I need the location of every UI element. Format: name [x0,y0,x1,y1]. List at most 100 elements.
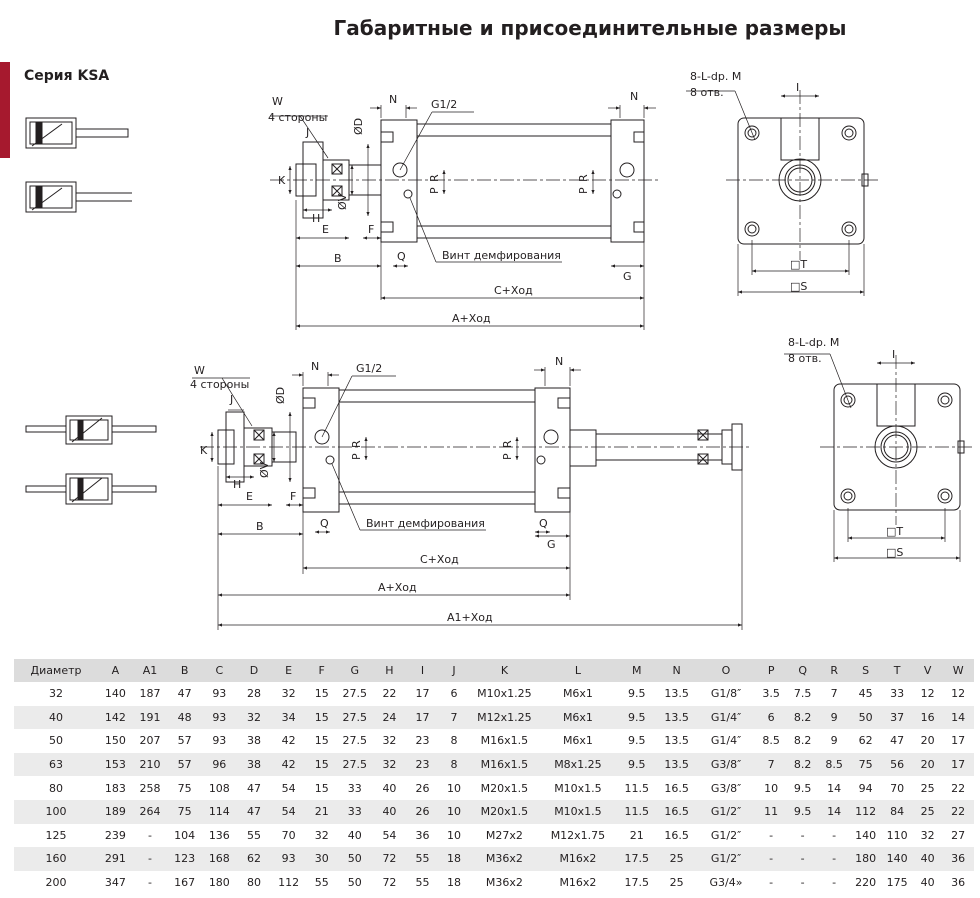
svg-text:N: N [311,360,319,373]
table-cell: M12x1.25 [469,705,540,730]
labels-drawing1: W 4 стороны J K H E F ØD ØV N N G1/2 R P… [268,90,638,325]
svg-text:J: J [229,393,233,406]
series-label: Серия KSA [24,68,110,84]
table-cell: - [818,847,850,871]
table-cell: 50 [849,705,882,730]
table-cell: G1/8″ [696,682,756,706]
table-cell: 80 [14,776,99,800]
table-cell: 93 [201,729,237,753]
table-cell: 6 [755,705,787,730]
table-cell: 40 [14,705,99,730]
svg-text:I: I [892,348,895,361]
table-header-cell: V [912,659,943,682]
table-cell: 25 [912,776,943,800]
table-cell: 14 [818,776,850,800]
table-header-cell: C [201,659,237,682]
accent-bar [0,62,10,158]
table-cell: 32 [14,682,99,706]
svg-text:ØD: ØD [274,387,287,404]
table-cell: 37 [881,705,913,730]
table-cell: 7 [438,705,470,730]
table-cell: M16x1.5 [469,729,540,753]
table-cell: M27x2 [469,823,540,848]
table-cell: 32 [271,682,306,706]
table-cell: 150 [98,729,133,753]
svg-text:K: K [278,174,286,187]
table-cell: 11.5 [616,799,657,824]
svg-text:ØV: ØV [258,461,271,478]
table-cell: 20 [912,729,943,753]
table-cell: 17 [942,752,974,777]
table-cell: M10x1.5 [539,776,617,800]
svg-text:P: P [577,187,590,194]
table-cell: M8x1.25 [539,752,617,777]
cylinder-end-view-double [820,355,975,525]
table-cell: 21 [616,823,657,848]
table-cell: 180 [849,847,882,871]
table-header-cell: F [305,659,338,682]
table-cell: M10x1.5 [539,799,617,824]
svg-text:I: I [796,81,799,94]
table-cell: 22 [942,799,974,824]
table-cell: 54 [271,799,306,824]
table-cell: 40 [372,799,407,824]
table-cell: 47 [881,729,913,753]
table-cell: 47 [236,799,272,824]
table-cell: 12 [912,682,943,706]
table-cell: - [755,870,787,895]
table-cell: 47 [167,682,202,706]
table-cell: 36 [942,847,974,871]
svg-text:8 отв.: 8 отв. [788,352,822,365]
table-cell: 15 [305,682,338,706]
svg-text:J: J [305,126,309,139]
table-header-cell: A [98,659,133,682]
table-cell: 13.5 [656,705,697,730]
svg-text:Винт демфирования: Винт демфирования [442,249,561,262]
table-cell: 11 [755,799,787,824]
table-header-cell: A1 [132,659,168,682]
svg-text:H: H [233,478,241,491]
svg-text:ØV: ØV [336,193,349,210]
table-cell: - [755,823,787,848]
svg-text:C+Ход: C+Ход [494,284,533,297]
svg-text:F: F [290,490,296,503]
table-cell: G1/2″ [696,847,756,871]
table-cell: 38 [236,729,272,753]
table-cell: 54 [271,776,306,800]
table-cell: 32 [912,823,943,848]
table-cell: - [755,847,787,871]
table-cell: M16x1.5 [469,752,540,777]
table-cell: 34 [271,705,306,730]
table-cell: 32 [305,823,338,848]
table-cell: 17 [406,682,439,706]
table-cell: 9 [818,705,850,730]
table-cell: 9.5 [786,776,819,800]
table-cell: 16.5 [656,776,697,800]
svg-text:□S: □S [886,546,903,559]
table-cell: 70 [881,776,913,800]
svg-text:□T: □T [886,525,903,538]
table-cell: 32 [236,705,272,730]
table-cell: 220 [849,870,882,895]
table-header-cell: P [755,659,787,682]
svg-text:□T: □T [790,258,807,271]
table-header-cell: Диаметр [14,659,99,682]
svg-text:Q: Q [320,517,329,530]
table-cell: 180 [201,870,237,895]
table-cell: 33 [881,682,913,706]
table-cell: 13.5 [656,752,697,777]
table-cell: 168 [201,847,237,871]
table-cell: - [786,847,819,871]
cylinder-thumbnail-single [25,117,132,213]
table-cell: 23 [406,752,439,777]
table-cell: 84 [881,799,913,824]
table-cell: 25 [656,847,697,871]
svg-text:Винт демфирования: Винт демфирования [366,517,485,530]
table-cell: 48 [167,705,202,730]
table-cell: G3/8″ [696,776,756,800]
